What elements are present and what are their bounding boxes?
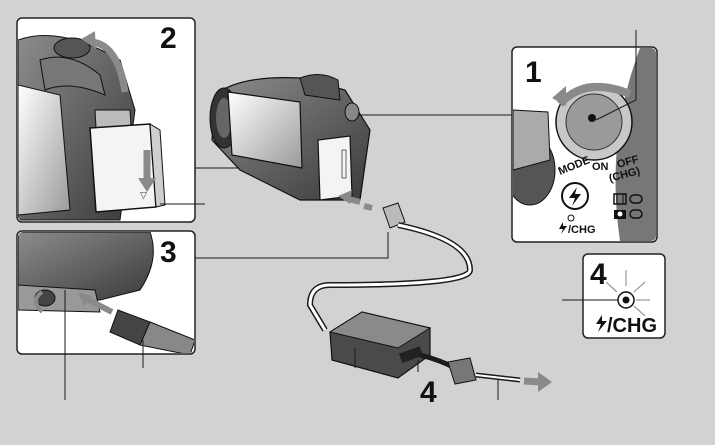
svg-text:▽: ▽ [140,190,147,200]
step-2-number: 2 [160,22,177,55]
panel-step-4-lamp: 4 /CHG [582,253,666,339]
dc-cable [306,202,474,332]
panel-step-2: ▽ 2 [16,17,196,223]
dial-label-off: OFF [616,154,641,171]
inset-lamp-label: /CHG [607,315,657,337]
lamp-label: /CHG [568,224,596,236]
step-1-number: 1 [525,56,542,89]
step-4-inset-number: 4 [590,258,607,291]
camcorder-illustration [209,74,371,201]
flash-icon [561,182,589,210]
film-icon [613,193,627,205]
panel-step-3: 3 [16,230,196,355]
step-3-number: 3 [160,236,177,269]
output-arrow-icon [538,372,552,392]
ac-adaptor [328,311,552,392]
dial-label-on: ON [592,161,609,173]
step-4-bottom-number: 4 [420,376,437,409]
camera-icon [614,210,626,219]
panel-step-1: 1 MODE ON OFF (CHG) /CHG [511,46,658,243]
